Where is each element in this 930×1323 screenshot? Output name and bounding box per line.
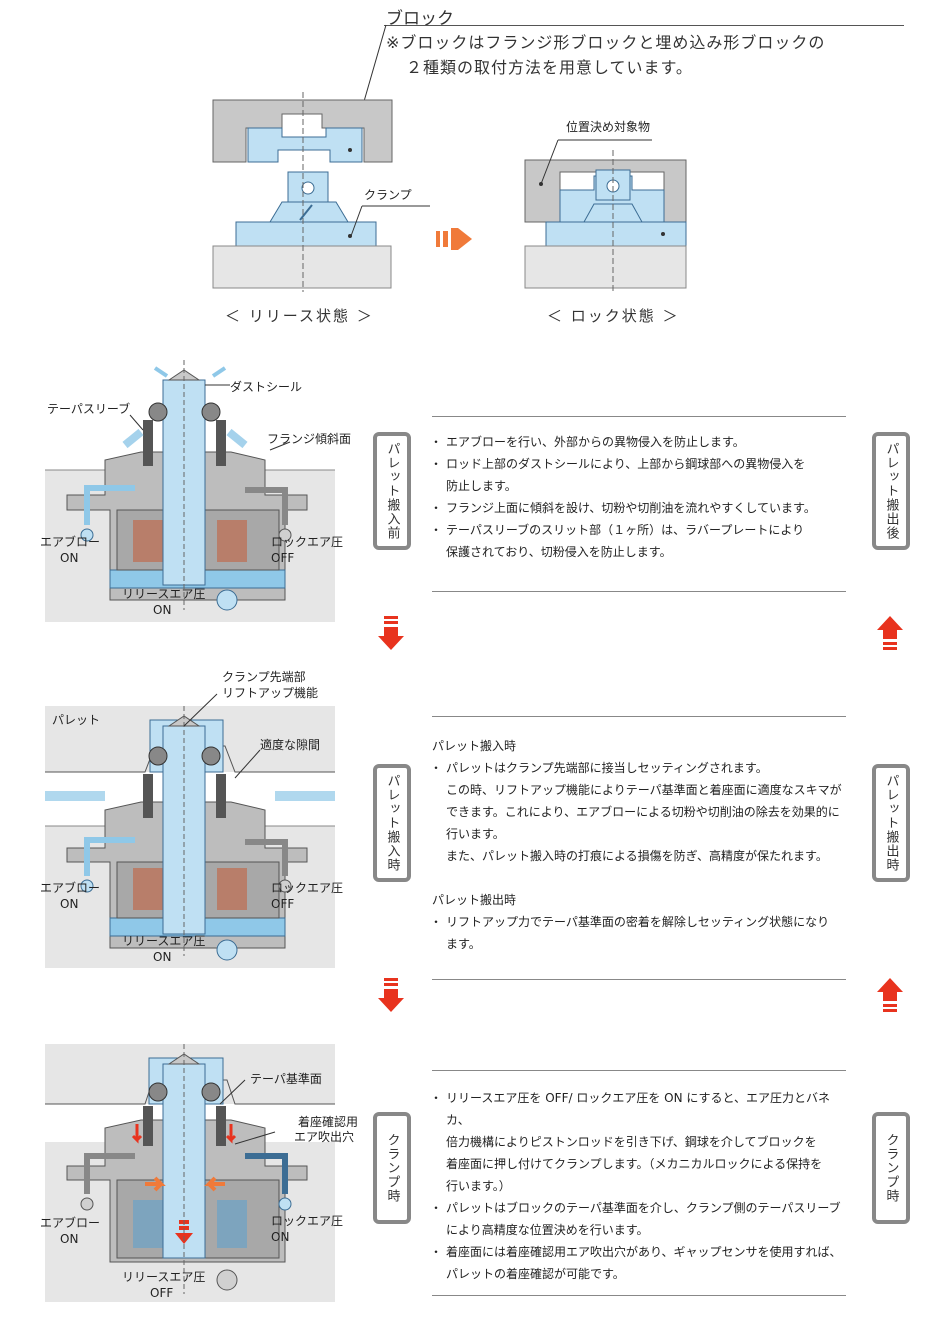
step3-lock-air-state: ON (271, 1230, 290, 1244)
step2-cross-section (45, 693, 335, 968)
step2-left-tab: パレット搬入時 (373, 764, 411, 882)
clamp-label: クランプ (364, 188, 412, 202)
pallet-out-text: リフトアップ力でテーパ基準面の密着を解除しセッティング状態になり ます。 (430, 911, 846, 955)
pallet-label: パレット (52, 713, 101, 727)
release-state-diagram (212, 24, 687, 292)
step2-release-air-label: リリースエア圧 (122, 934, 206, 948)
step2-description: パレット搬入時 パレットはクランプ先端部に接当しセッティングされます。 この時、… (430, 716, 846, 980)
step1-cross-section (45, 360, 335, 622)
gap-label: 適度な隙間 (260, 738, 321, 752)
step3-cross-section (45, 1044, 335, 1302)
step1-item: ロッド上部のダストシールにより、上部から鋼球部への異物侵入を 防止します。 (430, 453, 846, 497)
step2-lock-air-label: ロックエア圧 (271, 881, 344, 895)
release-state-caption: ＜ リリース状態 ＞ (225, 307, 374, 325)
step3-item: 着座面には着座確認用エア吹出穴があり、ギャップセンサを使用すれば、 パレットの着… (430, 1241, 846, 1285)
seat-check-label-2: エア吹出穴 (294, 1130, 355, 1144)
step2-release-air-state: ON (153, 950, 172, 964)
step1-release-air-label: リリースエア圧 (122, 587, 206, 601)
clamp-tip-label: クランプ先端部 (222, 670, 306, 684)
step1-air-blow-label: エアブロー (40, 535, 101, 549)
up-arrow-1 (877, 616, 903, 650)
step1-lock-air-state: OFF (271, 551, 295, 565)
step3-release-air-state: OFF (150, 1286, 174, 1300)
pallet-in-text: パレットはクランプ先端部に接当しセッティングされます。 この時、リフトアップ機能… (430, 757, 846, 867)
step3-item: パレットはブロックのテーパ基準面を介し、クランプ側のテーパスリーブ により高精度… (430, 1197, 846, 1241)
down-arrow-1 (378, 616, 404, 650)
flange-slope-label: フランジ傾斜面 (267, 432, 352, 446)
step3-air-blow-state: ON (60, 1232, 79, 1246)
dust-seal-label: ダストシール (230, 380, 303, 394)
step1-release-air-state: ON (153, 603, 172, 617)
step2-air-blow-label: エアブロー (40, 881, 101, 895)
step3-release-air-label: リリースエア圧 (122, 1270, 206, 1284)
pallet-in-heading: パレット搬入時 (432, 739, 517, 753)
step3-left-tab: クランプ時 (373, 1112, 411, 1224)
step3-right-tab: クランプ時 (872, 1112, 910, 1224)
step1-left-tab: パレット搬入前 (373, 432, 411, 550)
step2-lock-air-state: OFF (271, 897, 295, 911)
step3-lock-air-label: ロックエア圧 (271, 1214, 344, 1228)
seat-check-label-1: 着座確認用 (298, 1115, 359, 1129)
block-note-line2: ２種類の取付方法を用意しています。 (406, 58, 693, 77)
down-arrow-2 (378, 978, 404, 1012)
step1-item: テーパスリーブのスリット部（１ヶ所）は、ラバープレートにより 保護されており、切… (430, 519, 846, 563)
block-note-line1: ※ブロックはフランジ形ブロックと埋め込み形ブロックの (386, 33, 826, 52)
taper-ref-label: テーパ基準面 (250, 1072, 322, 1086)
liftup-label: リフトアップ機能 (222, 686, 319, 700)
step3-air-blow-label: エアブロー (40, 1216, 101, 1230)
step3-description: リリースエア圧を OFF/ ロックエア圧を ON にすると、エア圧力とバネカ、 … (430, 1070, 846, 1296)
step1-right-tab: パレット搬出後 (872, 432, 910, 550)
taper-sleeve-label: テーパスリーブ (47, 402, 131, 416)
step1-lock-air-label: ロックエア圧 (271, 535, 344, 549)
step1-description: エアブローを行い、外部からの異物侵入を防止します。 ロッド上部のダストシールによ… (430, 416, 846, 592)
target-object-label: 位置決め対象物 (566, 120, 651, 134)
step2-air-blow-state: ON (60, 897, 79, 911)
header-rule (384, 25, 904, 26)
block-title: ブロック (386, 9, 454, 29)
pallet-out-heading: パレット搬出時 (432, 893, 517, 907)
lock-state-caption: ＜ ロック状態 ＞ (547, 307, 680, 325)
up-arrow-2 (877, 978, 903, 1012)
step3-item: リリースエア圧を OFF/ ロックエア圧を ON にすると、エア圧力とバネカ、 … (430, 1087, 846, 1197)
step1-item: エアブローを行い、外部からの異物侵入を防止します。 (430, 431, 846, 453)
step1-item: フランジ上面に傾斜を設け、切粉や切削油を流れやすくしています。 (430, 497, 846, 519)
step2-right-tab: パレット搬出時 (872, 764, 910, 882)
step1-air-blow-state: ON (60, 551, 79, 565)
